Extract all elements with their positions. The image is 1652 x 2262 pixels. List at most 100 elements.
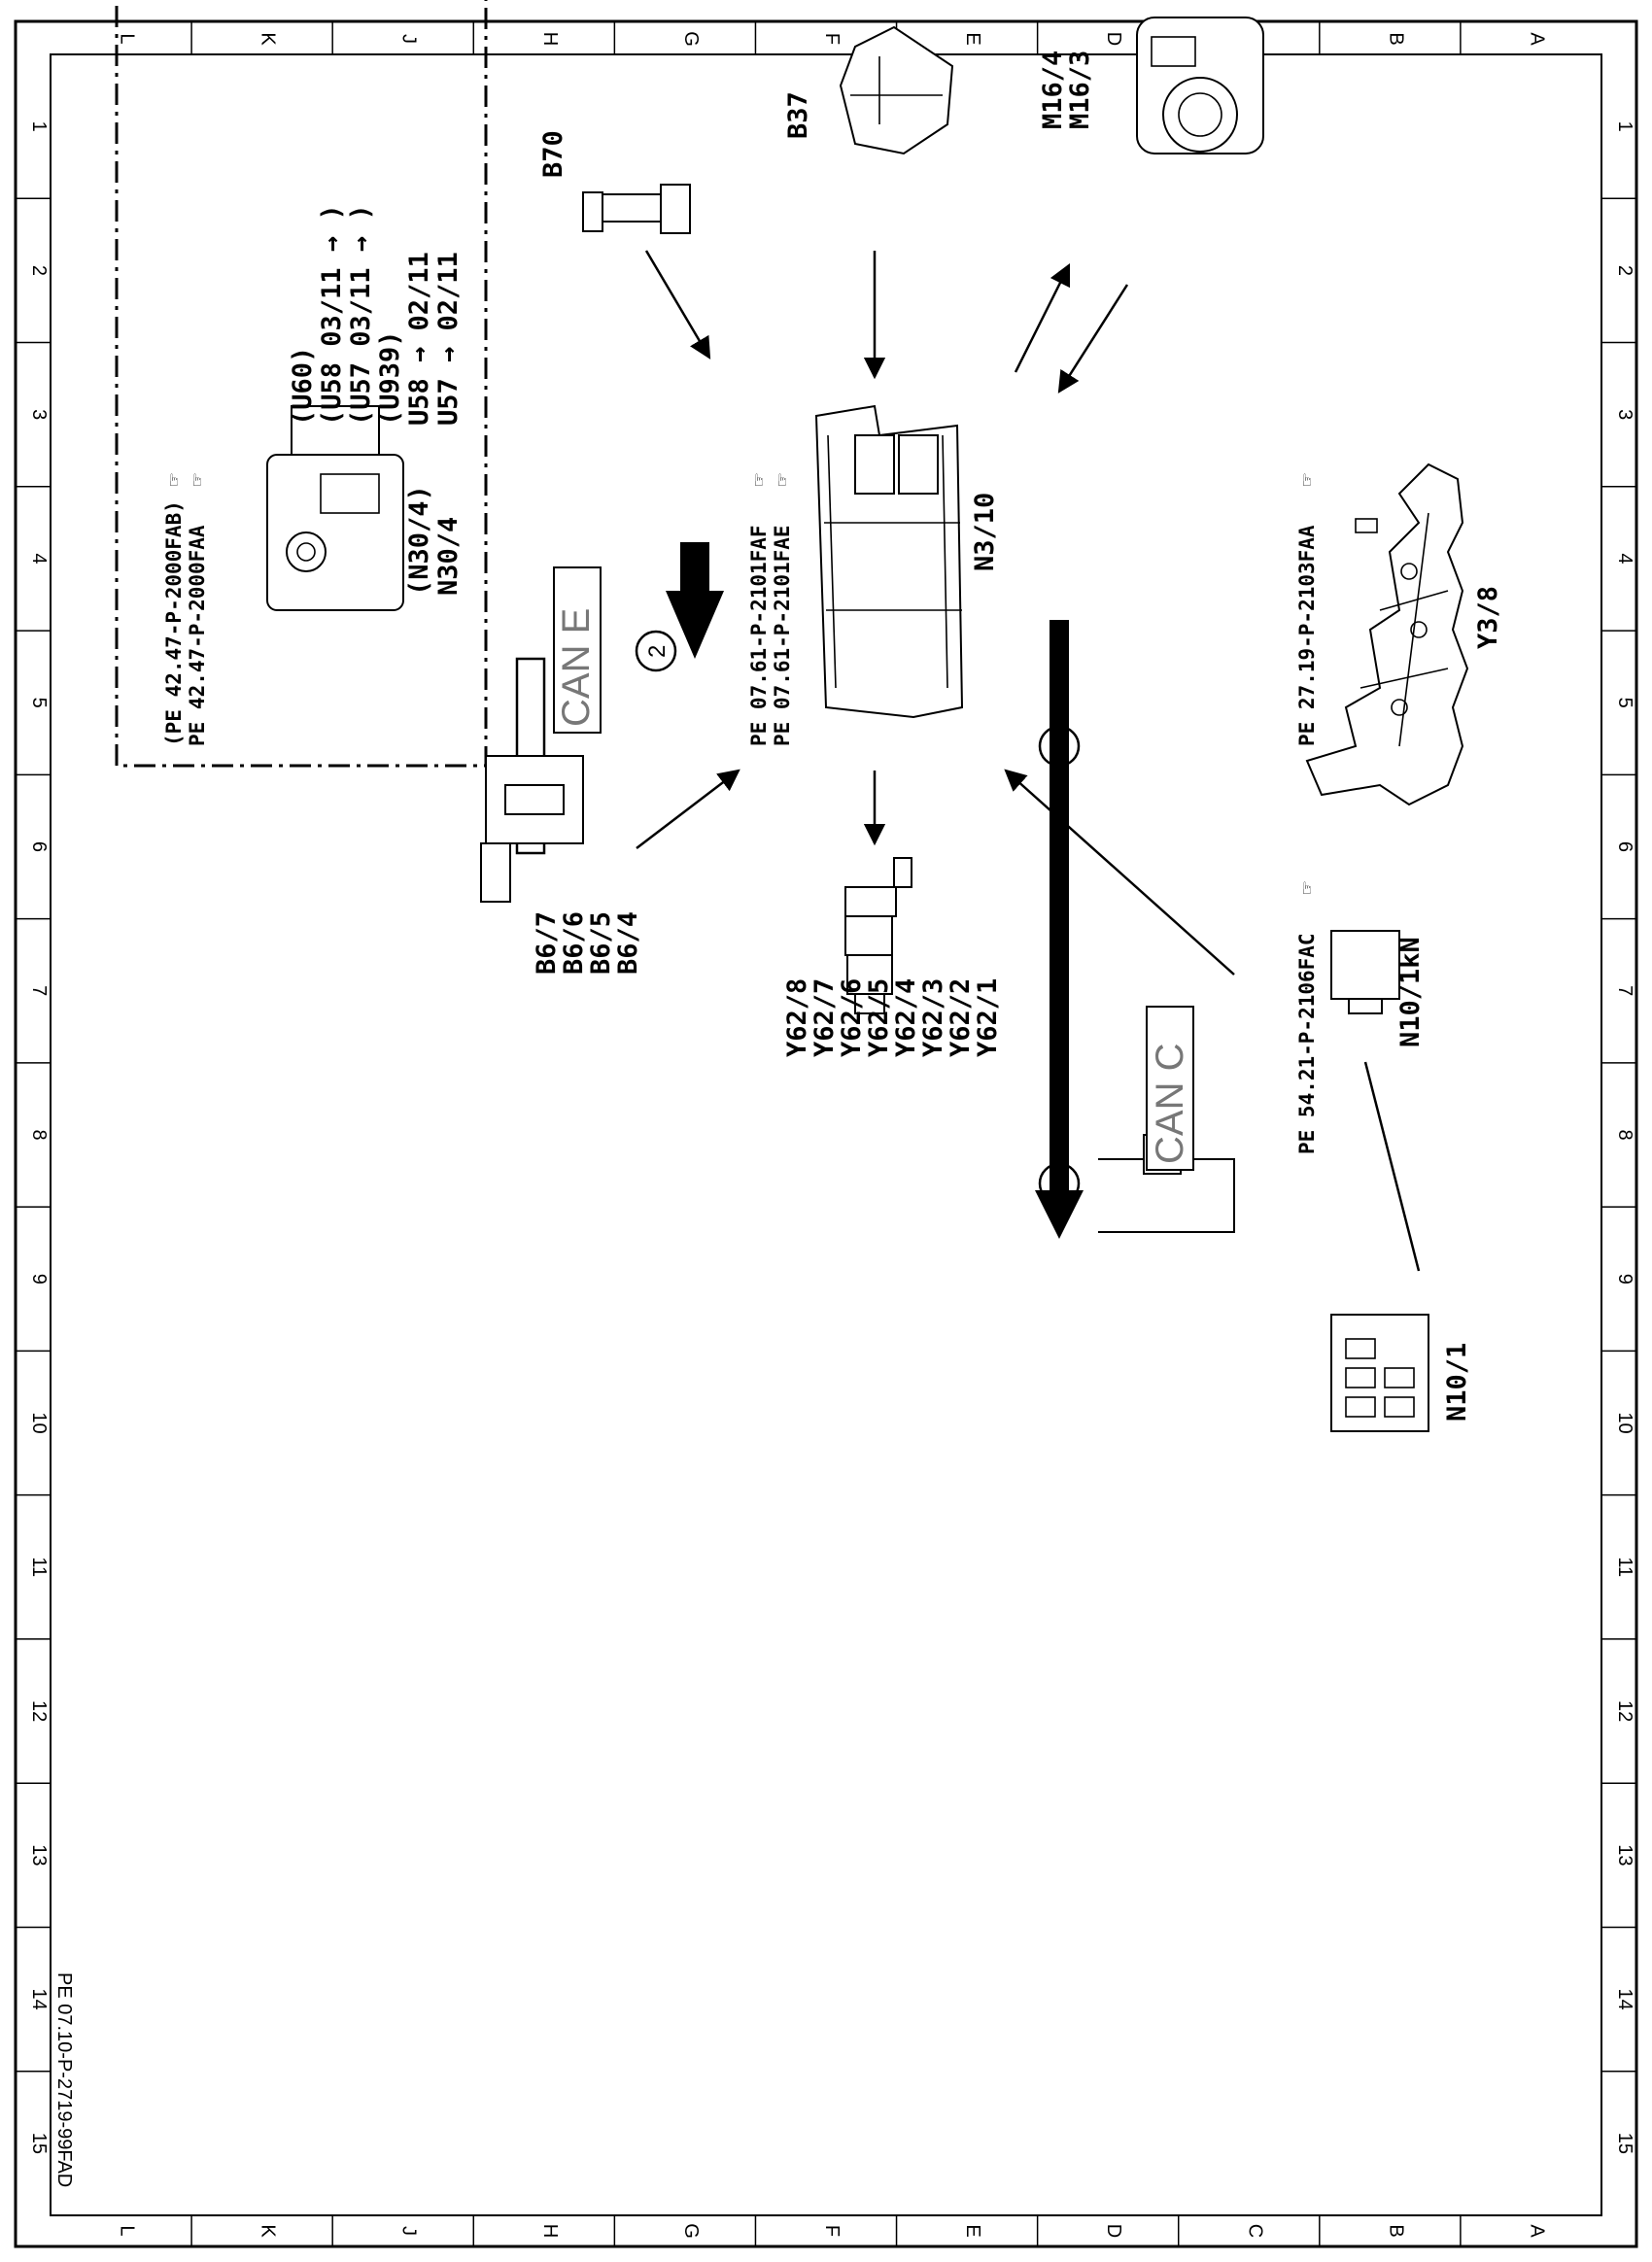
grid-label: 4 — [1614, 553, 1635, 564]
n30-4-label: N30/4 — [433, 517, 464, 596]
grid-label: J — [398, 2226, 420, 2236]
m16-4-label: M16/4 — [1038, 51, 1068, 129]
grid-label: G — [680, 2223, 702, 2239]
grid-label: 3 — [1614, 409, 1635, 420]
marker-2-circle — [635, 630, 677, 672]
grid-label: F — [821, 2225, 843, 2237]
n3-10-label: N3/10 — [970, 493, 1000, 571]
y62-7-label: Y62/7 — [809, 978, 840, 1057]
grid-label: B — [1385, 2224, 1406, 2237]
grid-label: 2 — [1614, 265, 1635, 276]
marker-3-circle — [1038, 725, 1081, 768]
grid-label: 6 — [28, 841, 50, 852]
n10-1kn-to-n10-1-line — [1363, 1061, 1421, 1272]
grid-label: 4 — [28, 553, 50, 564]
n30-4-label-alt: (N30/4) — [404, 485, 434, 596]
y62-6-label: Y62/6 — [837, 978, 867, 1057]
grid-label: 7 — [28, 985, 50, 996]
grid-label: D — [1103, 2224, 1124, 2238]
n10-1kn-to-n3-arrow — [1004, 769, 1235, 976]
y62-1-label: Y62/1 — [973, 978, 1003, 1057]
grid-label: 15 — [28, 2133, 50, 2154]
n10-1kn-relay-icon — [1330, 930, 1400, 1014]
b6-4-label: B6/4 — [613, 911, 643, 975]
n30-4-ref-1-icon: ☞ — [186, 473, 209, 486]
grid-label: 15 — [1614, 2133, 1635, 2154]
grid-label: G — [680, 31, 702, 47]
n3-10-ref-2-icon: ☞ — [747, 473, 771, 486]
can-c-label-box — [1146, 1006, 1194, 1171]
n30-4-ref-2-icon: ☞ — [162, 473, 186, 486]
n10-1kn-ref-icon: ☞ — [1295, 881, 1319, 894]
grid-label: 5 — [28, 698, 50, 708]
y62-5-label: Y62/5 — [864, 978, 894, 1057]
grid-label: B — [1385, 32, 1406, 45]
inner-frame — [50, 53, 1602, 2216]
grid-label: H — [539, 32, 561, 46]
y3-8-ref: PE 27.19-P-2103FAA — [1295, 525, 1319, 746]
n3-10-ecu-icon — [814, 404, 964, 719]
b6-7-label: B6/7 — [532, 911, 562, 975]
n30-4-variant-2: U58 → 02/11 — [404, 252, 434, 426]
marker-2: 2 — [644, 645, 671, 658]
n30-4-variant-3: (U939) — [375, 330, 405, 426]
grid-label: K — [258, 2224, 279, 2238]
n30-4-variant-4: (U57 03/11 → ) — [346, 204, 376, 426]
grid-label: A — [1526, 32, 1547, 46]
m16-throttle-actuator-icon — [1136, 17, 1264, 154]
grid-label: L — [117, 2225, 138, 2236]
grid-label: E — [962, 2224, 983, 2237]
n30-4-variant-6: (U60) — [288, 347, 318, 426]
grid-label: L — [117, 33, 138, 44]
b70-label: B70 — [538, 130, 568, 178]
n10-1kn-ref: PE 54.21-P-2106FAC — [1295, 933, 1319, 1154]
grid-label: 9 — [1614, 1274, 1635, 1285]
y3-8-ref-icon: ☞ — [1295, 473, 1319, 486]
marker-3: 3 — [1048, 740, 1074, 753]
grid-label: 2 — [28, 265, 50, 276]
grid-label: 1 — [1614, 121, 1635, 132]
b6-6-label: B6/6 — [559, 911, 589, 975]
marker-1: 1 — [1048, 1178, 1074, 1190]
can-e-label: CAN E — [555, 608, 598, 727]
n3-10-ref-1-icon: ☞ — [771, 473, 794, 486]
grid-label: K — [258, 32, 279, 46]
grid-label: 6 — [1614, 841, 1635, 852]
grid-label: J — [398, 34, 420, 44]
y62-4-label: Y62/4 — [891, 978, 921, 1057]
b6-to-n3-arrow — [636, 769, 740, 849]
b70-sensor-icon — [582, 184, 691, 234]
y62-3-label: Y62/3 — [918, 978, 948, 1057]
y62-injector-icon — [844, 857, 912, 1014]
n30-4-ref-1: PE 42.47-P-2000FAA — [186, 525, 209, 746]
diagram-content: Y3/8 PE 27.19-P-2103FAA ☞ CAN C 1 N3/10 … — [115, 0, 1503, 1432]
y62-8-label: Y62/8 — [782, 978, 812, 1057]
grid-label: 10 — [28, 1412, 50, 1433]
grid-label: 3 — [28, 409, 50, 420]
grid-label: E — [962, 32, 983, 45]
m16-to-n3-arrow — [1057, 284, 1129, 394]
grid-label: 13 — [28, 1844, 50, 1866]
outer-frame — [14, 19, 1638, 2248]
grid-label: H — [539, 2224, 561, 2238]
grid-label: 1 — [28, 121, 50, 132]
can-c-label: CAN C — [1149, 1044, 1191, 1164]
m16-3-label: M16/3 — [1065, 51, 1095, 129]
b6-5-label: B6/5 — [586, 911, 616, 975]
grid-label: 7 — [1614, 985, 1635, 996]
y3-8-label: Y3/8 — [1473, 586, 1503, 649]
b70-to-n3-arrow — [644, 250, 711, 360]
grid-reference: LLKKJJHHGGFFEEDDCCBBAA112233445566778899… — [16, 21, 1636, 2246]
n10-1-label: N10/1 — [1442, 1343, 1472, 1422]
grid-label: D — [1103, 32, 1124, 46]
grid-label: 9 — [28, 1274, 50, 1285]
marker-1-circle — [1038, 1162, 1081, 1205]
grid-label: 10 — [1614, 1412, 1635, 1433]
grid-label: C — [1244, 2224, 1265, 2238]
n3-to-m16-arrow — [1014, 262, 1071, 373]
grid-label: F — [821, 33, 843, 45]
n30-4-abs-unit-icon — [266, 405, 404, 611]
b37-label: B37 — [783, 91, 813, 139]
can-e-label-box — [553, 566, 602, 734]
